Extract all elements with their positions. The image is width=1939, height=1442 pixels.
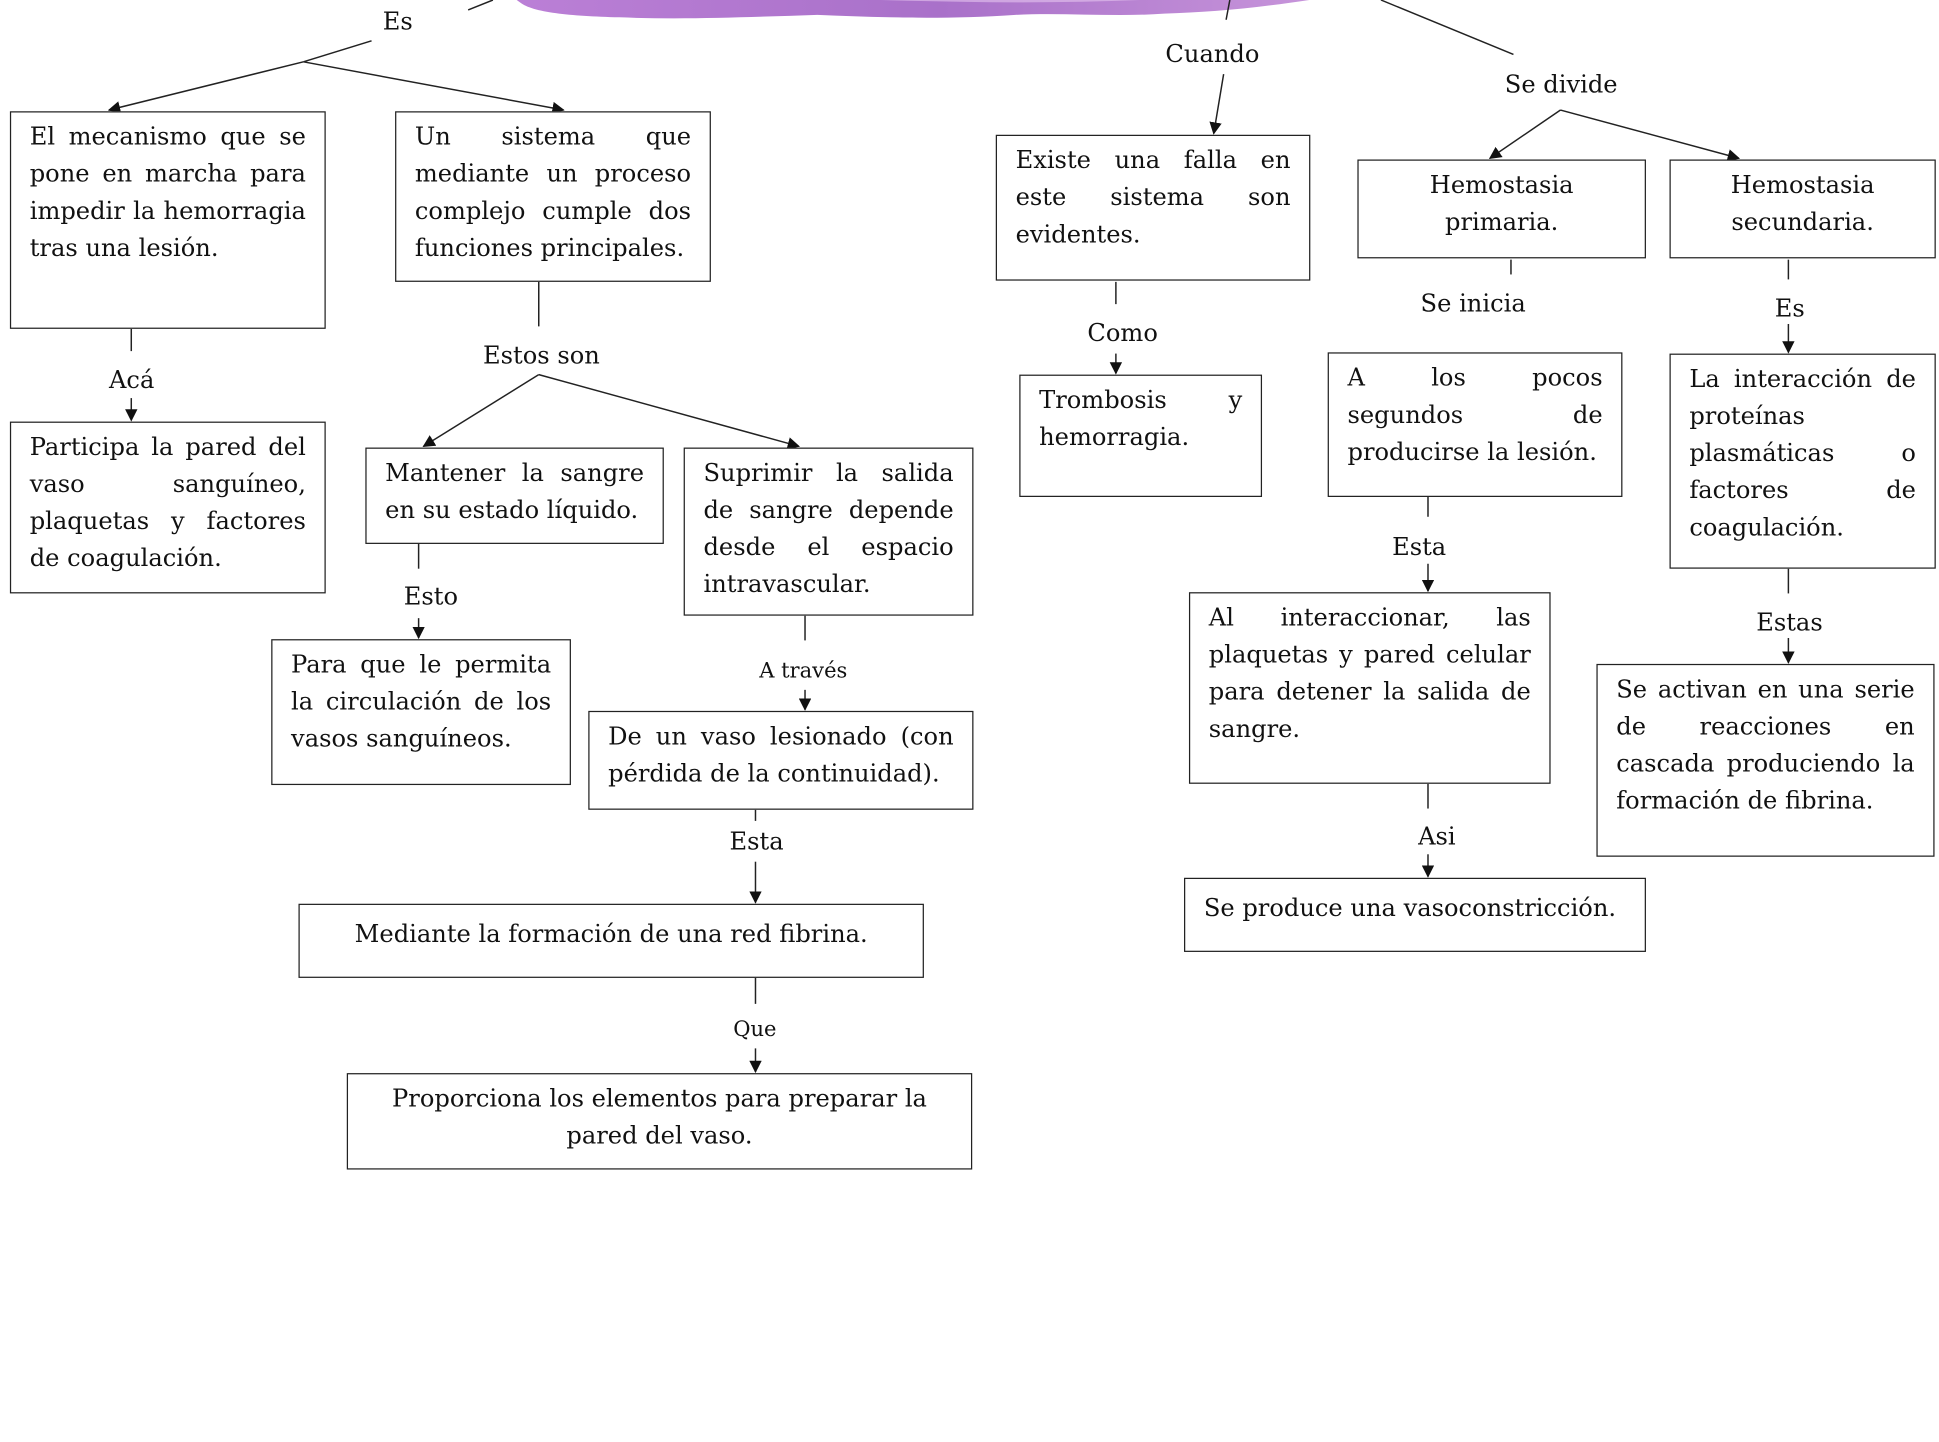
node-red-fibrina: Mediante la formación de una red fibrina… xyxy=(298,903,924,978)
node-text: Al interaccionar, las plaquetas y pared … xyxy=(1208,603,1531,744)
node-definicion-sistema: Un sistema que mediante un proceso compl… xyxy=(395,111,711,282)
node-interaccion-proteinas: La interacción de proteínas plasmáticas … xyxy=(1669,353,1936,569)
node-reacciones-cascada: Se activan en una serie de reacciones en… xyxy=(1596,663,1935,857)
node-text: Un sistema que mediante un proceso compl… xyxy=(414,122,692,263)
node-text: Hemostasia primaria. xyxy=(1429,170,1574,237)
link-label-como: Como xyxy=(1084,318,1161,349)
node-text: La interacción de proteínas plasmáticas … xyxy=(1689,364,1916,542)
node-text: Suprimir la salida de sangre depende des… xyxy=(703,458,954,599)
link-label-esto: Esto xyxy=(401,582,461,612)
node-text: Mantener la sangre en su estado líquido. xyxy=(385,458,645,525)
link-label-aca: Acá xyxy=(106,365,157,396)
watercolor-header-blob xyxy=(516,0,1310,19)
node-vasoconstriccion: Se produce una vasoconstricción. xyxy=(1184,877,1646,952)
node-hemostasia-primaria: Hemostasia primaria. xyxy=(1357,159,1646,259)
node-mantener-liquida: Mantener la sangre en su estado líquido. xyxy=(365,447,664,544)
connector-lines xyxy=(107,0,1795,1074)
node-text: Hemostasia secundaria. xyxy=(1730,170,1875,237)
node-text: Participa la pared del vaso sanguíneo, p… xyxy=(29,432,306,573)
node-vaso-lesionado: De un vaso lesionado (con pérdida de la … xyxy=(588,710,974,810)
node-definicion-mecanismo: El mecanismo que se pone en marcha para … xyxy=(9,111,326,329)
link-label-a-traves: A través xyxy=(756,656,850,687)
node-suprimir-salida: Suprimir la salida de sangre depende des… xyxy=(683,447,974,616)
node-text: Mediante la formación de una red fibrina… xyxy=(354,919,868,949)
link-label-es: Es xyxy=(380,7,416,38)
link-label-es-right: Es xyxy=(1772,294,1808,324)
node-text: Trombosis y hemorragia. xyxy=(1039,385,1243,452)
node-text: De un vaso lesionado (con pérdida de la … xyxy=(608,721,954,788)
link-label-se-divide: Se divide xyxy=(1502,70,1621,101)
node-interaccionar-plaquetas: Al interaccionar, las plaquetas y pared … xyxy=(1188,592,1551,784)
link-label-estas: Estas xyxy=(1753,608,1826,638)
link-label-cuando: Cuando xyxy=(1162,39,1262,70)
node-falla-sistema: Existe una falla en este sistema son evi… xyxy=(995,134,1311,281)
node-pocos-segundos: A los pocos segundos de producirse la le… xyxy=(1327,352,1623,497)
node-text: Para que le permita la circulación de lo… xyxy=(291,650,552,753)
node-text: Se activan en una serie de reacciones en… xyxy=(1616,675,1915,815)
node-circulacion: Para que le permita la circulación de lo… xyxy=(271,639,571,786)
link-label-estos-son: Estos son xyxy=(480,341,603,371)
node-participantes: Participa la pared del vaso sanguíneo, p… xyxy=(9,421,326,594)
node-hemostasia-secundaria: Hemostasia secundaria. xyxy=(1669,159,1936,259)
node-text: Se produce una vasoconstricción. xyxy=(1203,893,1617,923)
link-label-se-inicia: Se inicia xyxy=(1418,289,1529,319)
link-label-esta-right: Esta xyxy=(1389,532,1449,563)
link-label-esta-left: Esta xyxy=(726,827,787,857)
node-text: Proporciona los elementos para preparar … xyxy=(392,1084,927,1150)
node-text: A los pocos segundos de producirse la le… xyxy=(1347,363,1603,467)
node-text: Existe una falla en este sistema son evi… xyxy=(1015,145,1291,249)
node-proporciona-elementos: Proporciona los elementos para preparar … xyxy=(346,1073,973,1170)
link-label-asi: Asi xyxy=(1415,822,1459,852)
node-text: El mecanismo que se pone en marcha para … xyxy=(29,122,306,263)
link-label-que: Que xyxy=(730,1015,779,1045)
node-trombosis-hemorragia: Trombosis y hemorragia. xyxy=(1019,374,1263,497)
